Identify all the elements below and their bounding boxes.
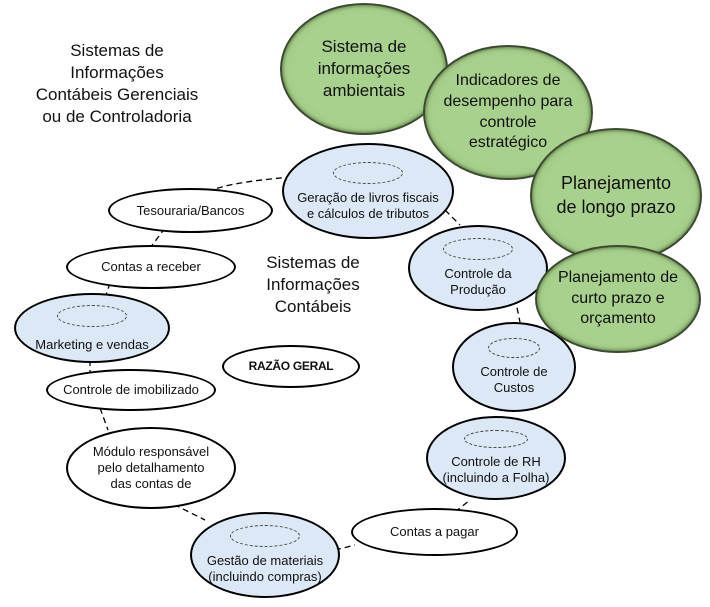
node-label: Gestão de materiais (incluindo compras) <box>206 553 324 584</box>
node-label: Tesouraria/Bancos <box>136 202 245 218</box>
title-accounting-systems: Sistemas de Informações Contábeis <box>266 253 360 317</box>
node-contas-receber[interactable]: Contas a receber <box>66 245 236 289</box>
node-label: Contas a receber <box>101 259 201 275</box>
node-controle-custos[interactable]: Controle de Custos <box>452 322 576 412</box>
inner-dashed-ellipse <box>333 162 403 185</box>
node-label: Controle da Produção <box>444 266 512 297</box>
inner-dashed-ellipse <box>443 238 513 261</box>
node-label: Planejamento de longo prazo <box>556 173 676 217</box>
razao-geral-label: RAZÃO GERAL <box>248 359 334 374</box>
node-contas-pagar[interactable]: Contas a pagar <box>351 508 518 556</box>
inner-dashed-ellipse <box>230 525 300 548</box>
razao-geral-node[interactable]: RAZÃO GERAL <box>222 345 360 388</box>
node-label: Indicadores de desempenho para controle … <box>443 71 573 152</box>
node-geracao-livros[interactable]: Geração de livros fiscais e cálculos de … <box>282 143 454 239</box>
node-label: Contas a pagar <box>390 524 479 540</box>
connector-imobilizado-modulo <box>99 407 109 431</box>
node-planejamento-longo-prazo[interactable]: Planejamento de longo prazo <box>530 128 702 263</box>
node-label: Controle de Custos <box>480 364 548 395</box>
node-label: Controle de imobilizado <box>63 382 199 398</box>
node-gestao-materiais[interactable]: Gestão de materiais (incluindo compras) <box>190 512 340 598</box>
title-managerial-systems: Sistemas de Informações Contábeis Gerenc… <box>35 41 199 127</box>
node-label: Controle de RH (incluindo a Folha) <box>442 454 550 485</box>
node-controle-producao[interactable]: Controle da Produção <box>408 225 548 311</box>
node-label: Sistema de informações ambientais <box>317 36 411 101</box>
node-controle-imobilizado[interactable]: Controle de imobilizado <box>46 369 216 411</box>
inner-dashed-ellipse <box>488 338 540 359</box>
node-controle-rh[interactable]: Controle de RH (incluindo a Folha) <box>426 416 566 500</box>
node-label: Marketing e vendas <box>35 337 149 353</box>
node-label: Geração de livros fiscais e cálculos de … <box>297 190 439 221</box>
node-label: Módulo responsável pelo detalhamento das… <box>92 444 210 491</box>
node-sistema-ambiental[interactable]: Sistema de informações ambientais <box>280 3 448 135</box>
inner-dashed-ellipse <box>464 430 528 449</box>
connector-producao-geracao <box>444 209 461 226</box>
connector-geracao-tesouraria <box>209 176 293 192</box>
node-marketing-vendas[interactable]: Marketing e vendas <box>14 293 170 363</box>
inner-dashed-ellipse <box>57 305 127 328</box>
node-label: Planejamento de curto prazo e orçamento <box>557 268 679 328</box>
node-tesouraria-bancos[interactable]: Tesouraria/Bancos <box>108 188 273 233</box>
node-modulo-responsavel[interactable]: Módulo responsável pelo detalhamento das… <box>66 427 236 509</box>
node-planejamento-curto-prazo[interactable]: Planejamento de curto prazo e orçamento <box>535 245 701 353</box>
